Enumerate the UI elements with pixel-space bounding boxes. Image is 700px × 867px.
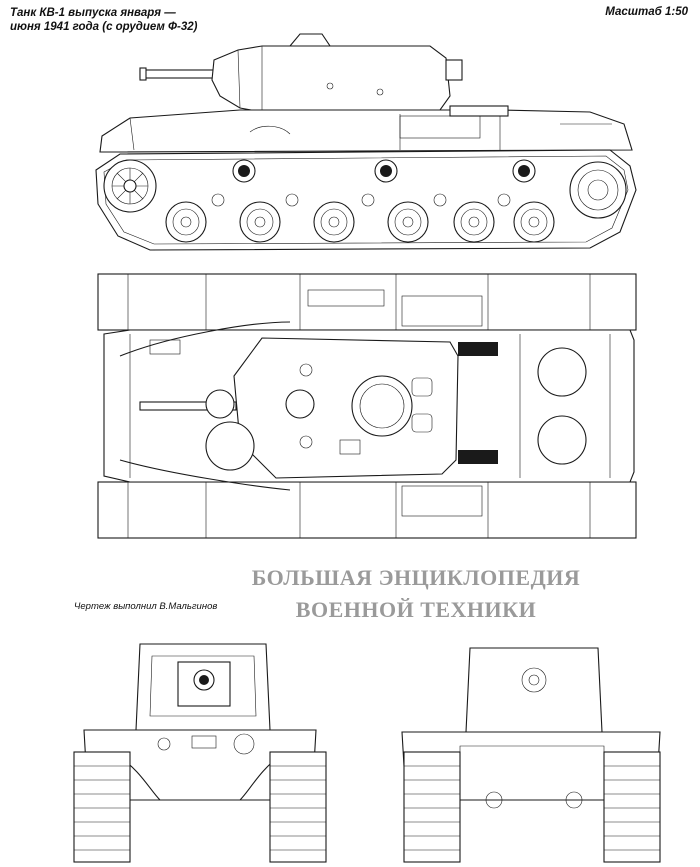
front-view (73, 643, 327, 863)
track (95, 149, 637, 251)
rear-view (401, 647, 661, 863)
drawing-credit: Чертеж выполнил В.Мальгинов (74, 601, 218, 612)
road-wheels (165, 201, 555, 243)
rear-turret (465, 647, 603, 733)
periscope-ring (285, 389, 315, 419)
watermark: БОЛЬШАЯ ЭНЦИКЛОПЕДИЯ ВОЕННОЙ ТЕХНИКИ (176, 562, 656, 626)
turret (211, 45, 451, 113)
turret-rear-mount (445, 59, 463, 81)
driver-hatch (205, 421, 255, 471)
drive-sprocket (569, 161, 627, 219)
engine-access-hatch-2 (537, 415, 587, 465)
hull (99, 109, 633, 153)
engine-access-hatch-1 (537, 347, 587, 397)
drawing-title: Танк КВ-1 выпуска января — июня 1941 год… (10, 6, 197, 34)
watermark-line-2: ВОЕННОЙ ТЕХНИКИ (295, 597, 537, 622)
rear-track-left (403, 751, 461, 863)
gun-barrel (139, 69, 221, 79)
turret-hatch (288, 33, 332, 47)
watermark-line-1: БОЛЬШАЯ ЭНЦИКЛОПЕДИЯ (251, 565, 581, 590)
muzzle (139, 67, 147, 81)
turret-top (233, 337, 459, 479)
top-view (97, 273, 637, 539)
scale-label: Масштаб 1:50 (605, 6, 688, 18)
commander-hatch (351, 375, 413, 437)
gun-mantlet (205, 389, 235, 419)
title-line-1: Танк КВ-1 выпуска января — (10, 7, 176, 19)
front-track-left (73, 751, 131, 863)
top-left-track (97, 273, 637, 331)
title-line-2: июня 1941 года (с орудием Ф-32) (10, 21, 198, 33)
top-gun-barrel (139, 401, 237, 411)
front-track-right (269, 751, 327, 863)
engine-deck-box (449, 105, 509, 117)
top-right-track (97, 481, 637, 539)
rear-track-right (603, 751, 661, 863)
side-view (95, 33, 637, 251)
